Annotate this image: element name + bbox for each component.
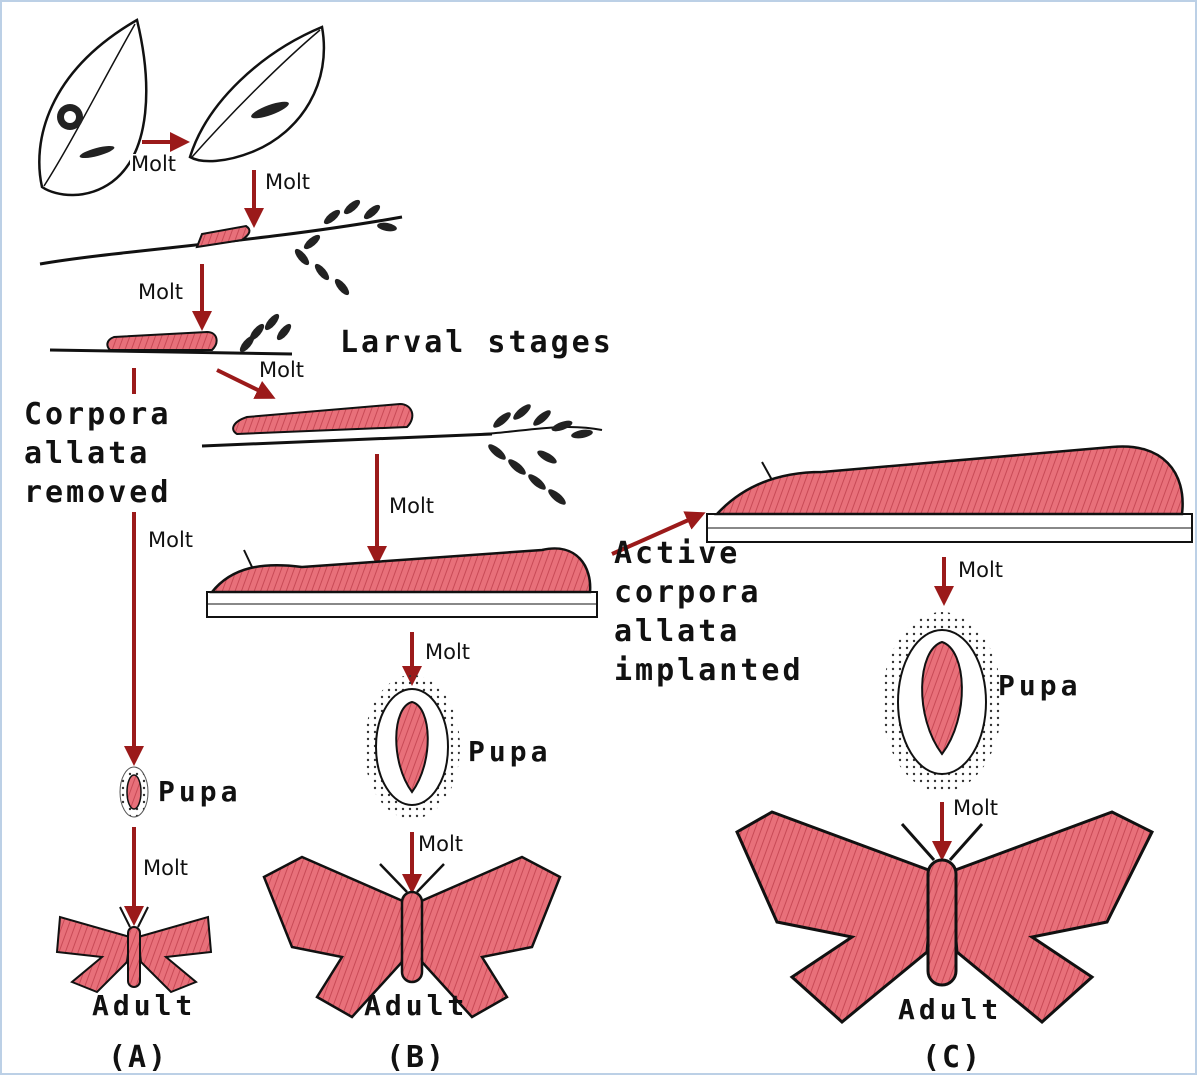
molt-label-5: Molt (147, 530, 194, 551)
pupa-c (882, 612, 1002, 792)
molt-label-10: Molt (417, 834, 464, 855)
panel-label-c: (C) (922, 1040, 982, 1075)
adult-c (737, 812, 1152, 1022)
pupa-a (120, 767, 148, 817)
larva-1 (197, 226, 249, 247)
pupa-label-a: Pupa (158, 778, 241, 806)
panel-label-a: (A) (108, 1040, 168, 1075)
leaf-with-larva (190, 27, 324, 161)
larva-5 (707, 446, 1192, 542)
corpora-removed-line-2: allata (24, 439, 171, 469)
molt-label-11: Molt (952, 798, 999, 819)
molt-label-2: Molt (264, 172, 311, 193)
larva-3 (233, 404, 412, 434)
corpora-removed-line-1: Corpora (24, 400, 171, 430)
pupa-label-c: Pupa (998, 672, 1081, 700)
corpora-implanted-line-3: allata (614, 617, 804, 647)
molt-label-9: Molt (142, 858, 189, 879)
molt-label-4: Molt (258, 360, 305, 381)
corpora-removed-line-3: removed (24, 478, 171, 508)
corpora-implanted-label: Active corpora allata implanted (614, 539, 804, 686)
corpora-removed-label: Corpora allata removed (24, 400, 171, 508)
corpora-implanted-line-2: corpora (614, 578, 804, 608)
larval-stages-label: Larval stages (340, 328, 614, 358)
adult-label-a: Adult (92, 992, 196, 1020)
corpora-implanted-line-1: Active (614, 539, 804, 569)
adult-label-b: Adult (364, 992, 468, 1020)
pupa-label-b: Pupa (468, 738, 551, 766)
larva-2 (107, 332, 216, 350)
molt-label-3: Molt (137, 282, 184, 303)
molt-label-8: Molt (957, 560, 1004, 581)
corpora-implanted-line-4: implanted (614, 656, 804, 686)
molt-label-7: Molt (424, 642, 471, 663)
adult-label-c: Adult (898, 996, 1002, 1024)
molt-label-6: Molt (388, 496, 435, 517)
branch-1 (40, 198, 402, 298)
larva-4 (207, 548, 597, 617)
panel-label-b: (B) (386, 1040, 446, 1075)
molt-label-1: Molt (130, 154, 177, 175)
pupa-b (364, 675, 460, 819)
